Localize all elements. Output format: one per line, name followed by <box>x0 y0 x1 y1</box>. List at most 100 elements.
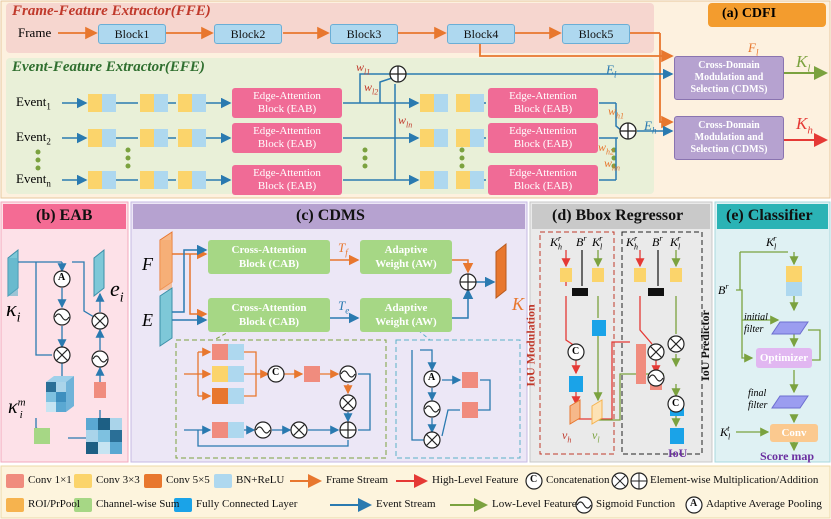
vl-label: vl <box>592 428 600 445</box>
legend-concat-glyph: C <box>530 474 538 485</box>
cdms-panel-title: (c) CDMS <box>296 207 365 224</box>
bbox-title-bg <box>532 204 710 229</box>
eab-block-r2a: Edge-Attention Block (EAB) <box>232 123 342 153</box>
cdms-diagram <box>159 231 521 459</box>
classifier-panel-title: (e) Classifier <box>726 207 813 224</box>
ffe-block-4: Block4 <box>447 24 515 44</box>
eab-input-label: κi <box>6 296 21 326</box>
tf-label: Tf <box>338 240 348 258</box>
optimizer-block: Optimizer <box>756 348 812 368</box>
bbox-concat-node-2: C <box>672 398 680 409</box>
frame-to-cdms-l <box>479 42 674 63</box>
classifier-conv-block: Conv <box>770 424 818 442</box>
cdfi-label: (a) CDFI <box>722 6 777 21</box>
eab-block-r1b: Edge-Attention Block (EAB) <box>488 88 598 118</box>
eab-mask-label: κmi <box>8 396 26 421</box>
bbox-kh-label-1: Khr <box>550 234 563 252</box>
fl-label: Fl <box>748 40 759 58</box>
legend-conv5x5: Conv 5×5 <box>166 474 210 486</box>
legend-event-stream: Event Stream <box>376 498 436 510</box>
ffe-block-3: Block3 <box>330 24 398 44</box>
legend-avgpool-glyph: A <box>690 498 698 509</box>
ffe-title: Frame-Feature Extractor(FFE) <box>12 3 211 19</box>
w-ln-label: wln <box>398 113 413 130</box>
cdms-title-bg <box>133 204 525 229</box>
bbox-b-label-2: Br <box>652 234 663 249</box>
bbox-concat-node-1: C <box>572 346 580 357</box>
cab-block-1: Cross-Attention Block (CAB) <box>208 240 330 274</box>
eh-label: Eh <box>644 118 657 136</box>
frame-to-cdms-h <box>659 33 674 129</box>
legend-fc: Fully Connected Layer <box>196 498 298 510</box>
score-map-label: Score map <box>760 449 815 463</box>
eab-panel-title: (b) EAB <box>36 207 93 224</box>
legend-chsum: Channel-wise Sum <box>96 498 180 510</box>
legend-roi: ROI/PrPool <box>28 498 80 510</box>
w-l2-label: wl2 <box>364 80 379 97</box>
legend-sigmoid: Sigmoid Function <box>596 498 676 510</box>
frame-input-label: Frame <box>18 25 52 40</box>
event-1-label: Event1 <box>16 94 51 112</box>
aw-block-1: Adaptive Weight (AW) <box>360 240 452 274</box>
cdfi-label-bg <box>708 3 826 27</box>
ffe-block-5: Block5 <box>562 24 630 44</box>
w-l1-label: wl1 <box>356 60 371 77</box>
cdms-k-output: K <box>512 294 525 314</box>
cdms-e-input: E <box>142 310 153 330</box>
iou-modulation-label: IoU Modulation <box>523 304 538 387</box>
vh-label: vh <box>562 428 572 445</box>
cab-block-2: Cross-Attention Block (CAB) <box>208 298 330 332</box>
ffe-block-1: Block1 <box>98 24 166 44</box>
ffe-block-2: Block2 <box>214 24 282 44</box>
bbox-diagram <box>539 231 703 455</box>
legend-conv3x3: Conv 3×3 <box>96 474 140 486</box>
legend-low-level: Low-Level Feature <box>492 498 577 510</box>
efe-row-1 <box>88 94 484 112</box>
cdms-box-low: Cross-Domain Modulation and Selection (C… <box>674 56 784 100</box>
bbox-kl-label-2: Klr <box>670 234 681 252</box>
bbox-panel-bg <box>529 201 713 463</box>
classifier-kl-t-label: Klt <box>720 424 731 442</box>
w-h2-label: wh2 <box>598 140 615 157</box>
legend-glyphs <box>6 472 703 514</box>
legend-high-level: High-Level Feature <box>432 474 519 486</box>
eab-block-rna: Edge-Attention Block (EAB) <box>232 165 342 195</box>
bbox-kh-label-2: Khr <box>626 234 639 252</box>
classifier-br-label: Br <box>718 282 729 297</box>
event-2-label: Event2 <box>16 129 51 147</box>
eab-block-r2b: Edge-Attention Block (EAB) <box>488 123 598 153</box>
classifier-panel-bg <box>714 201 831 463</box>
bbox-b-label-1: Br <box>576 234 587 249</box>
el-label: El <box>606 62 617 80</box>
legend-concatenation: Concatenation <box>546 474 610 486</box>
bbox-panel-title: (d) Bbox Regressor <box>552 207 684 224</box>
iou-output-label: IoU <box>668 446 688 460</box>
cdms-concat-node: C <box>272 367 280 378</box>
te-label: Te <box>338 298 350 316</box>
eab-block-rnb: Edge-Attention Block (EAB) <box>488 165 598 195</box>
legend-elementwise: Element-wise Multiplication/Addition <box>650 474 819 486</box>
classifier-title-bg <box>717 204 828 229</box>
classifier-kl-r-label: Klr <box>766 234 777 252</box>
classifier-diagram <box>736 251 821 452</box>
bbox-kl-label-1: Klr <box>592 234 603 252</box>
cdms-avgpool-node: A <box>428 372 436 383</box>
kl-output-label: Kl <box>796 52 811 75</box>
legend-avgpool: Adaptive Average Pooling <box>706 498 822 510</box>
w-h1-label: wh1 <box>608 104 625 121</box>
legend-conv1x1: Conv 1×1 <box>28 474 72 486</box>
w-hn-label: whn <box>604 156 621 173</box>
cdms-box-high: Cross-Domain Modulation and Selection (C… <box>674 116 784 160</box>
legend-frame-stream: Frame Stream <box>326 474 389 486</box>
event-n-label: Eventn <box>16 171 51 189</box>
cdms-f-input: F <box>142 254 153 274</box>
eab-output-label: ei <box>110 276 124 306</box>
aw-block-2: Adaptive Weight (AW) <box>360 298 452 332</box>
eab-diagram <box>7 248 122 454</box>
efe-row-n <box>88 171 484 189</box>
iou-predictor-label: IoU Predictor <box>697 310 712 381</box>
eab-avgpool-node: A <box>58 272 66 283</box>
